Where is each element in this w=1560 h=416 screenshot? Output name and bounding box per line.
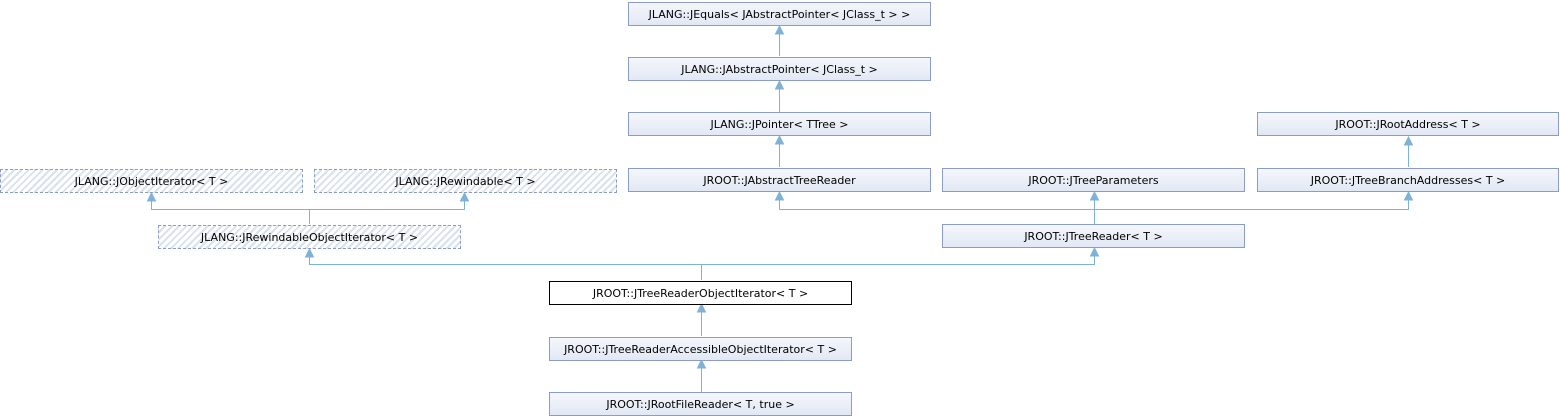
node-jrewindable[interactable]: JLANG::JRewindable< T > <box>314 169 617 193</box>
arrowhead <box>459 191 470 202</box>
node-jequals[interactable]: JLANG::JEquals< JAbstractPointer< JClass… <box>628 2 931 26</box>
arrowhead <box>1403 190 1414 201</box>
edge-jrewindableobjectiterator-bases <box>151 194 465 224</box>
edge-jtreereaderobjectiterator-bases <box>309 249 1095 280</box>
node-jtreebranchaddresses[interactable]: JROOT::JTreeBranchAddresses< T > <box>1257 168 1559 192</box>
node-jrootfilereader[interactable]: JROOT::JRootFileReader< T, true > <box>549 392 852 416</box>
node-jtreereaderobjectiterator: JROOT::JTreeReaderObjectIterator< T > <box>549 281 852 305</box>
arrowhead <box>774 24 785 35</box>
arrowhead <box>1089 246 1100 257</box>
node-jabstracttreereader[interactable]: JROOT::JAbstractTreeReader <box>628 168 931 192</box>
arrowhead <box>1403 135 1414 146</box>
arrowhead <box>696 302 707 313</box>
node-jrootaddress[interactable]: JROOT::JRootAddress< T > <box>1257 112 1559 136</box>
node-jpointer[interactable]: JLANG::JPointer< TTree > <box>628 112 931 136</box>
node-jtreereaderaccessibleobjectiterator[interactable]: JROOT::JTreeReaderAccessibleObjectIterat… <box>549 337 852 361</box>
node-jabstractpointer[interactable]: JLANG::JAbstractPointer< JClass_t > <box>628 57 931 81</box>
arrowhead <box>774 134 785 145</box>
arrowhead <box>774 79 785 90</box>
node-jtreereader[interactable]: JROOT::JTreeReader< T > <box>942 224 1245 248</box>
arrowhead <box>774 190 785 201</box>
node-jtreeparameters[interactable]: JROOT::JTreeParameters <box>942 168 1245 192</box>
arrowhead <box>146 191 157 202</box>
node-jobjectiterator[interactable]: JLANG::JObjectIterator< T > <box>0 169 303 193</box>
arrowhead <box>1089 190 1100 201</box>
arrowhead <box>304 247 315 258</box>
node-jrewindableobjectiterator[interactable]: JLANG::JRewindableObjectIterator< T > <box>158 225 461 249</box>
arrowhead <box>696 358 707 369</box>
